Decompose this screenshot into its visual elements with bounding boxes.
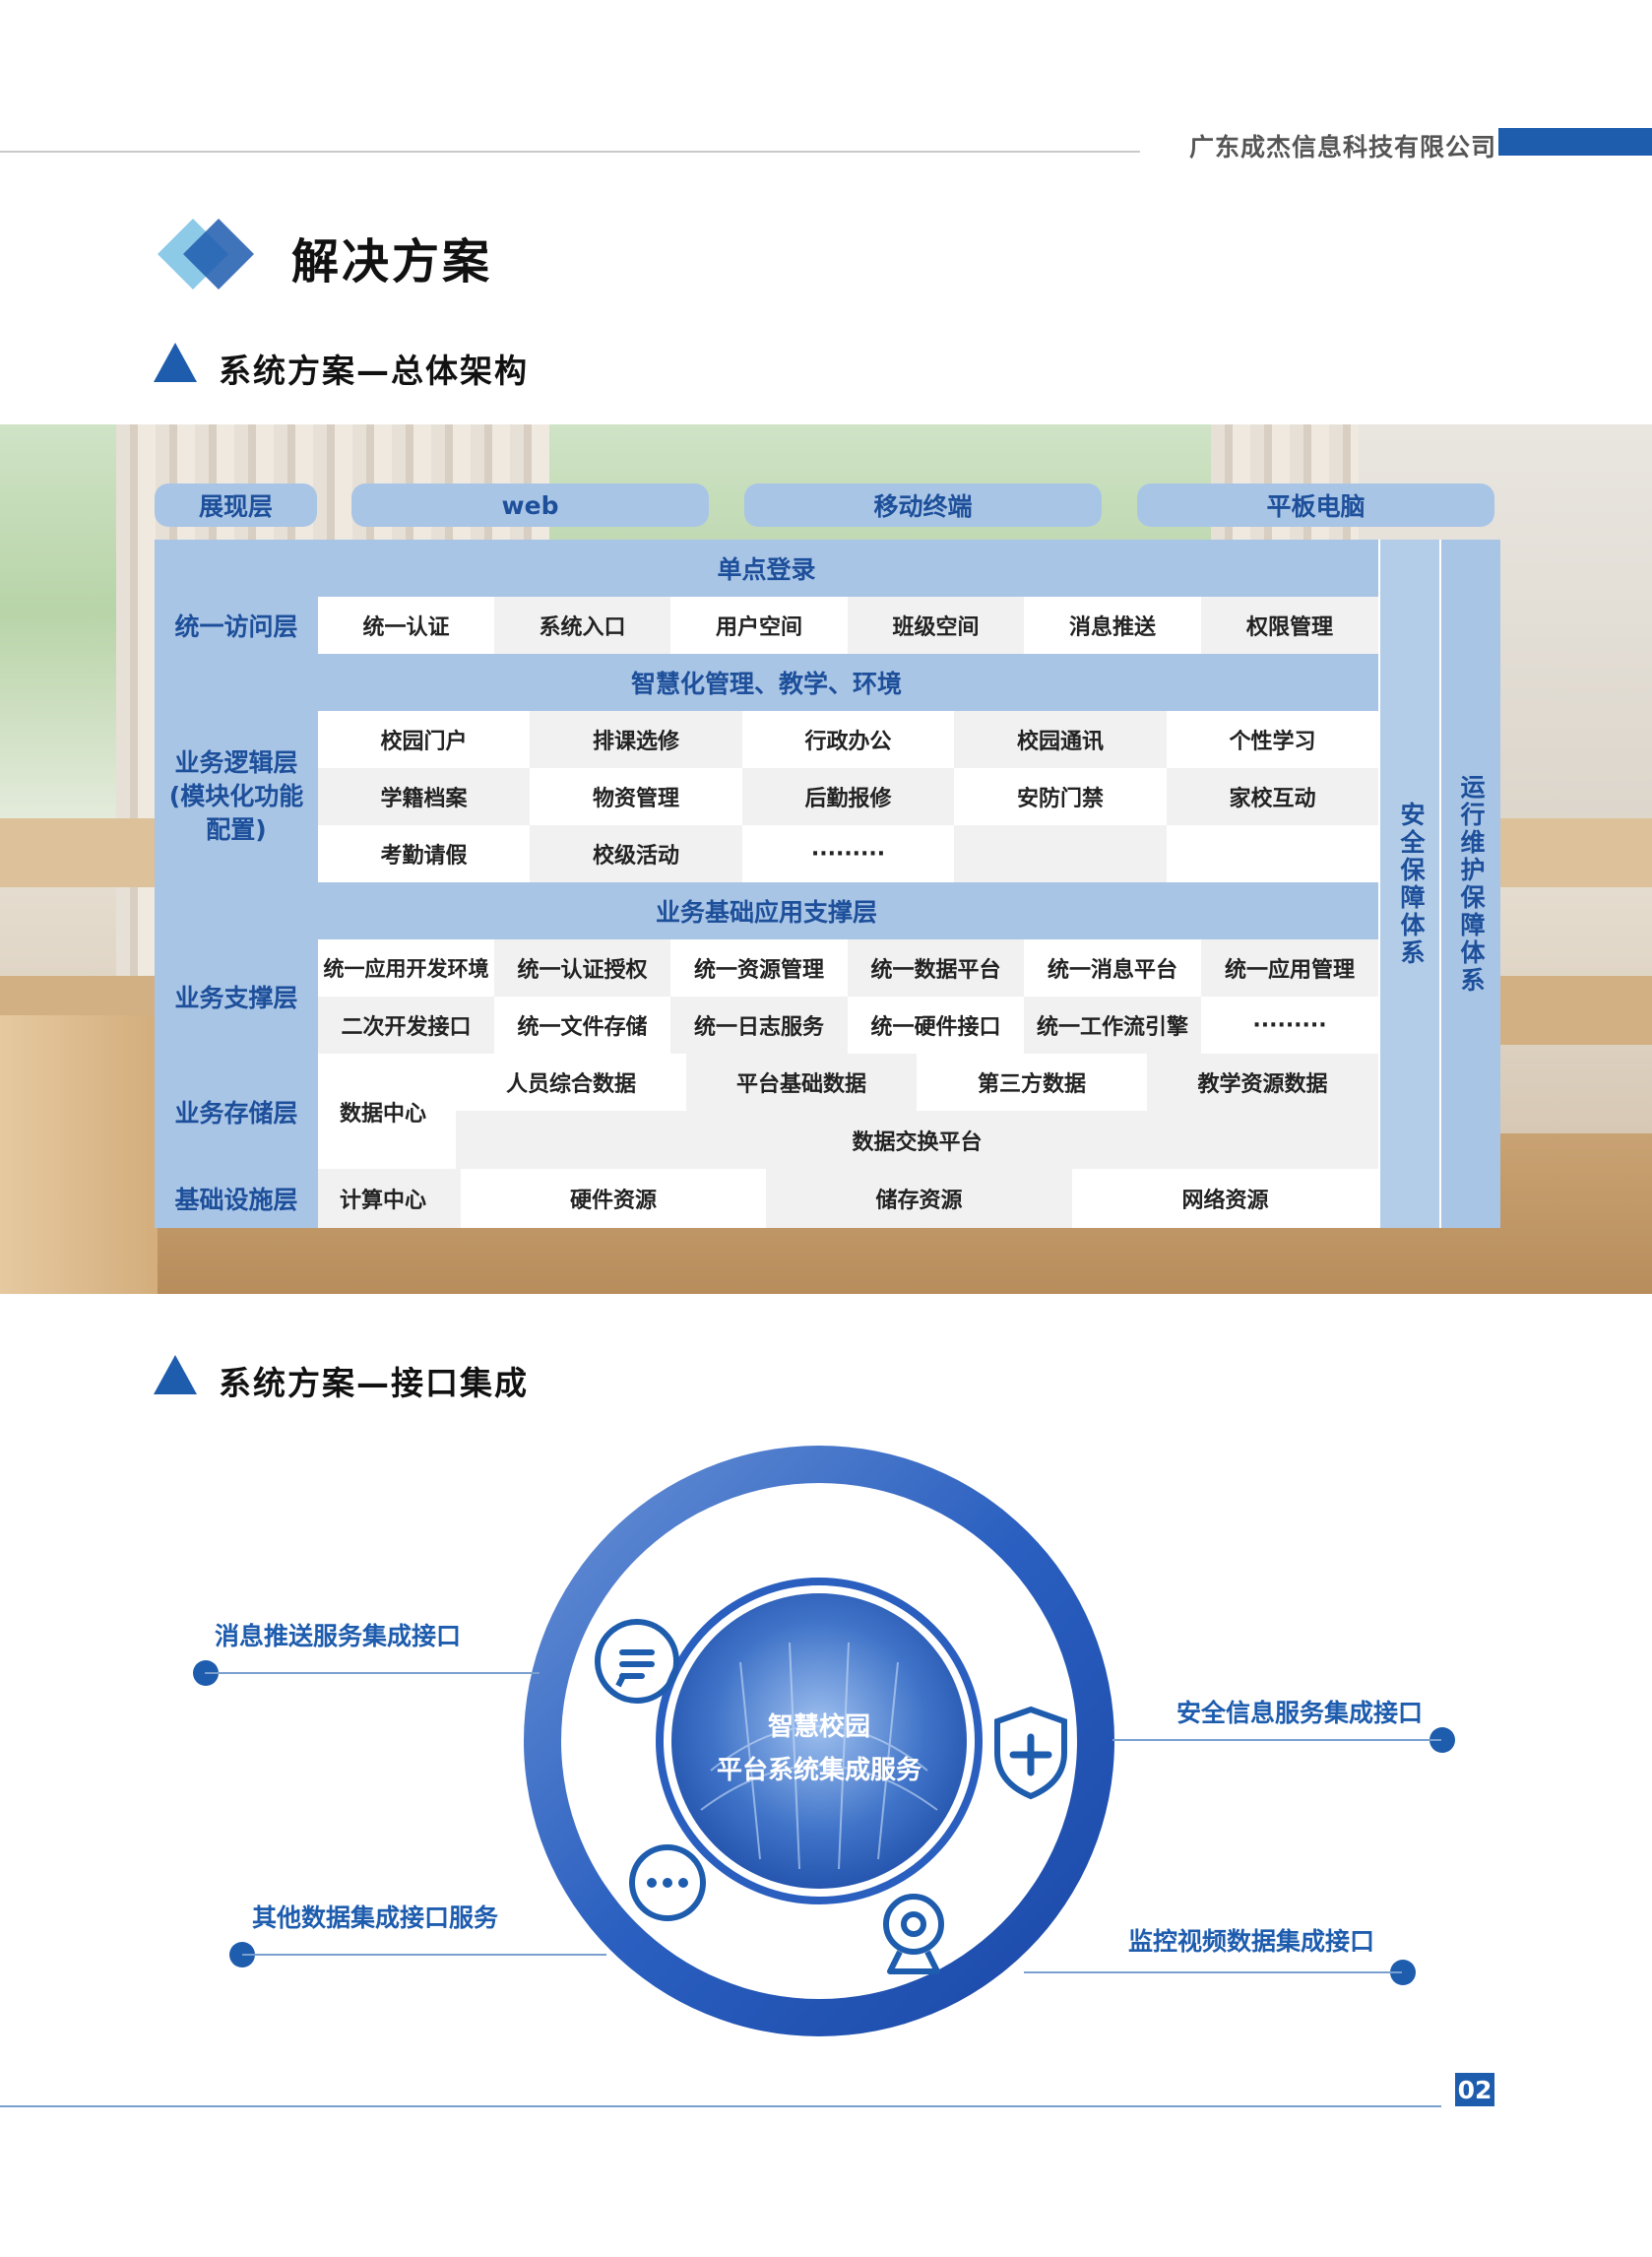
access-item: 班级空间 xyxy=(848,597,1024,654)
subtitle-integration: 系统方案—接口集成 xyxy=(219,1364,529,1402)
label-storage-layer: 业务存储层 xyxy=(155,1054,318,1169)
label-infra-layer: 基础设施层 xyxy=(155,1169,318,1228)
logic-item: 行政办公 xyxy=(742,711,954,768)
support-item: 统一文件存储 xyxy=(494,997,670,1054)
support-item: 统一认证授权 xyxy=(494,939,670,997)
connector-line xyxy=(242,1954,606,1956)
label-support-layer: 业务支撑层 xyxy=(155,939,318,1054)
support-item: 统一应用管理 xyxy=(1201,939,1378,997)
label-security-info-interface: 安全信息服务集成接口 xyxy=(1176,1699,1424,1727)
access-item: 消息推送 xyxy=(1024,597,1201,654)
support-item: 统一工作流引擎 xyxy=(1024,997,1201,1054)
infra-item: 网络资源 xyxy=(1072,1169,1378,1228)
logic-item xyxy=(1167,825,1378,882)
center-service-title: 智慧校园 平台系统集成服务 xyxy=(716,1712,921,1785)
logic-item: 考勤请假 xyxy=(318,825,530,882)
access-item: 系统入口 xyxy=(494,597,670,654)
infra-item: 储存资源 xyxy=(766,1169,1072,1228)
logic-item: 个性学习 xyxy=(1167,711,1378,768)
storage-item: 人员综合数据 xyxy=(456,1054,686,1111)
logic-item: 校级活动 xyxy=(530,825,742,882)
present-mobile: 移动终端 xyxy=(744,484,1102,527)
logic-item: 后勤报修 xyxy=(742,768,954,825)
label-access-layer: 统一访问层 xyxy=(155,597,318,654)
support-item: 统一硬件接口 xyxy=(848,997,1024,1054)
triangle-icon xyxy=(154,343,197,382)
footer-rule xyxy=(0,2105,1441,2107)
connector-line xyxy=(1112,1739,1441,1741)
logic-item xyxy=(954,825,1167,882)
data-center: 数据中心 xyxy=(318,1054,456,1169)
header-accent-bar xyxy=(1498,128,1652,156)
label-logic-layer: 业务逻辑层(模块化功能配置) xyxy=(155,711,318,882)
shield-plus-icon xyxy=(994,1706,1067,1800)
ops-maintenance-system: 运行维护保障体系 xyxy=(1439,540,1500,1228)
connector-line xyxy=(205,1672,540,1674)
support-item: 统一资源管理 xyxy=(670,939,848,997)
band-smart: 智慧化管理、教学、环境 xyxy=(155,654,1378,711)
webcam-icon xyxy=(883,1894,944,1974)
logic-item: 校园通讯 xyxy=(954,711,1167,768)
header-rule xyxy=(0,151,1140,153)
company-name: 广东成杰信息科技有限公司 xyxy=(1188,133,1496,161)
storage-item: 第三方数据 xyxy=(917,1054,1147,1111)
section-title: 解决方案 xyxy=(291,234,493,290)
subtitle-architecture: 系统方案—总体架构 xyxy=(219,352,529,390)
access-item: 统一认证 xyxy=(318,597,494,654)
compute-center: 计算中心 xyxy=(318,1169,461,1228)
integration-ring xyxy=(524,1446,1114,2036)
data-exchange-platform: 数据交换平台 xyxy=(456,1111,1378,1169)
band-support: 业务基础应用支撑层 xyxy=(155,882,1378,939)
logic-item: 排课选修 xyxy=(530,711,742,768)
logic-item: 安防门禁 xyxy=(954,768,1167,825)
logic-item: ········· xyxy=(742,825,954,882)
support-item: ········· xyxy=(1201,997,1378,1054)
page-number: 02 xyxy=(1455,2073,1494,2106)
logic-item: 学籍档案 xyxy=(318,768,530,825)
access-item: 用户空间 xyxy=(670,597,848,654)
label-video-monitor-interface: 监控视频数据集成接口 xyxy=(1128,1927,1375,1956)
access-item: 权限管理 xyxy=(1201,597,1378,654)
chat-icon xyxy=(595,1619,679,1704)
connector-line xyxy=(1024,1971,1402,1973)
more-icon xyxy=(629,1844,706,1921)
logic-item: 物资管理 xyxy=(530,768,742,825)
support-item: 二次开发接口 xyxy=(318,997,494,1054)
label-other-data-interface: 其他数据集成接口服务 xyxy=(252,1903,499,1932)
storage-item: 平台基础数据 xyxy=(686,1054,917,1111)
label-presentation-layer: 展现层 xyxy=(155,484,317,527)
present-tablet: 平板电脑 xyxy=(1137,484,1494,527)
support-item: 统一数据平台 xyxy=(848,939,1024,997)
triangle-icon xyxy=(154,1355,197,1394)
logic-item: 校园门户 xyxy=(318,711,530,768)
support-item: 统一消息平台 xyxy=(1024,939,1201,997)
present-web: web xyxy=(351,484,709,527)
diamond-logo-icon xyxy=(158,219,254,290)
logic-item: 家校互动 xyxy=(1167,768,1378,825)
security-system: 安全保障体系 xyxy=(1378,540,1441,1228)
label-message-push-interface: 消息推送服务集成接口 xyxy=(215,1622,462,1650)
support-item: 统一日志服务 xyxy=(670,997,848,1054)
storage-item: 教学资源数据 xyxy=(1147,1054,1378,1111)
infra-item: 硬件资源 xyxy=(461,1169,766,1228)
band-sso: 单点登录 xyxy=(155,540,1378,597)
support-item: 统一应用开发环境 xyxy=(318,939,494,997)
